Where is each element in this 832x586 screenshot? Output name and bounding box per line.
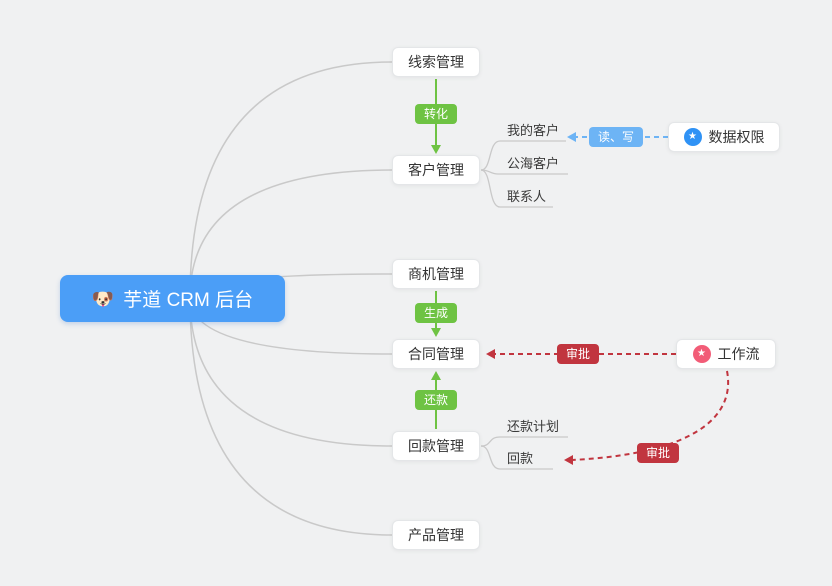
- leaf-my-customers: 我的客户: [507, 123, 560, 138]
- leaf-contacts: 联系人: [507, 189, 547, 204]
- badge-approve-receivable: 审批: [636, 443, 680, 463]
- leaf-public-customers: 公海客户: [507, 156, 560, 171]
- workflow-label: 工作流: [717, 346, 760, 362]
- data-permission-label: 数据权限: [708, 129, 765, 145]
- root-node-label: 芋道 CRM 后台: [123, 290, 254, 311]
- star-icon: ★: [683, 128, 702, 146]
- dog-icon: 🐶: [91, 288, 115, 309]
- badge-convert: 转化: [414, 104, 458, 124]
- root-node-crm-backend: 🐶 芋道 CRM 后台: [60, 275, 285, 322]
- star-icon: ★: [692, 345, 711, 363]
- node-customer-management: 客户管理: [392, 155, 480, 185]
- badge-generate: 生成: [414, 303, 458, 323]
- node-data-permission: ★ 数据权限: [668, 122, 780, 152]
- leaf-repayment-plan: 还款计划: [507, 419, 560, 434]
- badge-repay: 还款: [414, 390, 458, 410]
- node-product-management: 产品管理: [392, 520, 480, 550]
- node-receivable-management: 回款管理: [392, 431, 480, 461]
- badge-approve-contract: 审批: [556, 344, 600, 364]
- leaf-receivable: 回款: [507, 451, 534, 466]
- node-opportunity-management: 商机管理: [392, 259, 480, 289]
- node-workflow: ★ 工作流: [676, 339, 776, 369]
- workflow-receivable-approval-arrow: [564, 370, 730, 465]
- receivable-children-connectors: [480, 436, 568, 470]
- customer-children-connectors: [480, 140, 568, 208]
- node-lead-management: 线索管理: [392, 47, 480, 77]
- node-contract-management: 合同管理: [392, 339, 480, 369]
- badge-read-write: 读、写: [588, 127, 644, 147]
